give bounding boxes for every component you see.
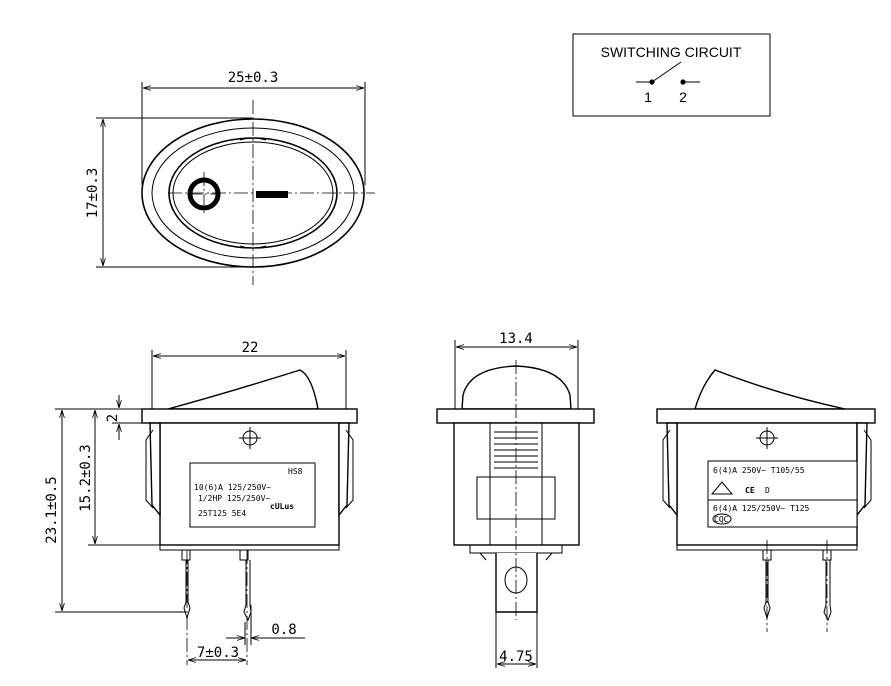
side-terminal-dim: 4.75 xyxy=(499,649,533,665)
switch-contact xyxy=(651,61,682,83)
front-label-line2: 1/2HP 125/250V~ xyxy=(198,494,270,503)
side-width-dim: 13.4 xyxy=(499,331,533,347)
front-width-dim: 22 xyxy=(242,340,259,356)
ce-mark-icon: CE xyxy=(745,486,755,495)
switching-circuit-title: SWITCHING CIRCUIT xyxy=(601,44,742,60)
side-view: 13.4 4.75 xyxy=(436,331,595,668)
ul-cert-mark-icon: cULus xyxy=(270,502,294,511)
top-height-dim: 17±0.3 xyxy=(85,168,101,219)
pin-1-label: 1 xyxy=(644,89,652,105)
front-pin-width-dim: 0.8 xyxy=(271,622,296,638)
front-flange-dim: 2 xyxy=(105,414,121,422)
back-view: 6(4)A 250V~ T105/55 CE D 6(4)A 125/250V~… xyxy=(656,369,876,632)
triangle-mark-icon xyxy=(710,481,734,495)
front-label-line1: 10(6)A 125/250V~ xyxy=(194,483,271,492)
d-mark-icon: D xyxy=(765,486,770,495)
front-total-height-dim: 23.1±0.5 xyxy=(44,476,60,543)
pin-2-label: 2 xyxy=(679,89,687,105)
top-width-dim: 25±0.3 xyxy=(228,70,279,86)
back-label-line2: 6(4)A 125/250V~ T125 xyxy=(713,504,810,513)
front-view: 22 HS8 10(6)A 125/250V~ 1/2HP 125/250V~ … xyxy=(44,340,358,665)
front-label-model: HS8 xyxy=(288,467,303,476)
back-label xyxy=(707,460,858,528)
on-symbol-icon xyxy=(256,191,288,198)
top-view: 25±0.3 17±0.3 xyxy=(85,70,375,285)
back-label-line1: 6(4)A 250V~ T105/55 xyxy=(713,466,805,475)
front-body-height-dim: 15.2±0.3 xyxy=(78,444,94,511)
switching-circuit-box: SWITCHING CIRCUIT 1 2 xyxy=(572,33,771,117)
front-pin-spacing-dim: 7±0.3 xyxy=(197,645,239,661)
front-label xyxy=(189,462,316,528)
ccc-mark-icon: CQC xyxy=(714,515,729,524)
front-label-line3: 25T125 5E4 xyxy=(198,509,246,518)
